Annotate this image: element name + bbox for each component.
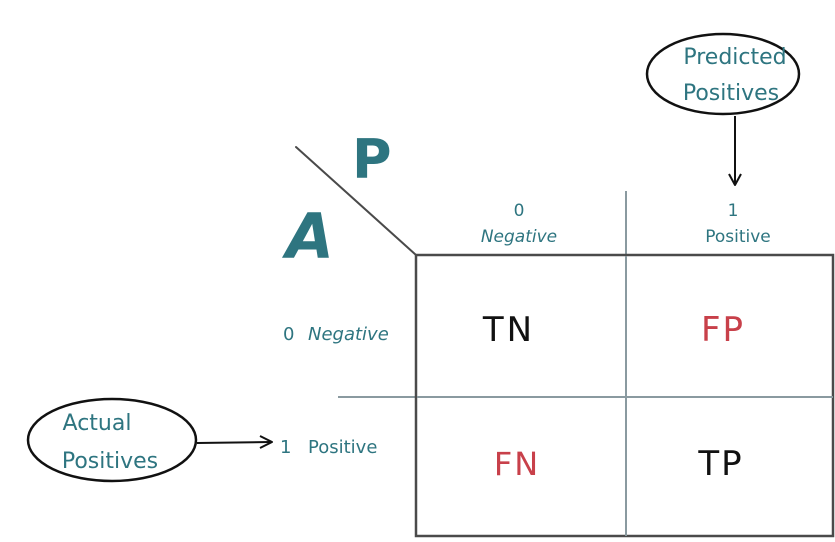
row-header-0-value: 0 xyxy=(283,324,294,345)
predicted-axis-marker: P xyxy=(352,128,392,191)
cell-true-negative: TN xyxy=(482,310,535,350)
predicted-callout-bubble xyxy=(645,32,801,116)
column-header-0-value: 0 xyxy=(514,201,525,221)
cell-false-negative: FN xyxy=(494,445,540,483)
actual-axis-marker: A xyxy=(281,200,334,273)
predicted-callout-line1: Predicted xyxy=(683,45,786,70)
actual-callout-line1: Actual xyxy=(63,411,132,436)
actual-callout-line2: Positives xyxy=(62,449,158,474)
actual-callout-arrow-head xyxy=(259,435,273,449)
header-diagonal xyxy=(295,146,417,256)
cell-true-positive: TP xyxy=(697,444,743,484)
predicted-callout-line2: Positives xyxy=(683,81,779,106)
predicted-callout-arrow-head xyxy=(728,173,742,186)
row-header-0-label: Negative xyxy=(308,324,389,345)
cell-false-positive: FP xyxy=(701,310,745,350)
column-header-1-value: 1 xyxy=(728,201,739,221)
actual-callout-bubble xyxy=(26,397,198,483)
matrix-grid xyxy=(414,253,835,538)
row-header-1-value: 1 xyxy=(280,437,291,458)
row-header-1-label: Positive xyxy=(308,437,377,458)
actual-callout-arrow-shaft xyxy=(196,441,271,444)
column-header-1-label: Positive xyxy=(705,227,771,247)
column-header-0-label: Negative xyxy=(481,227,557,247)
